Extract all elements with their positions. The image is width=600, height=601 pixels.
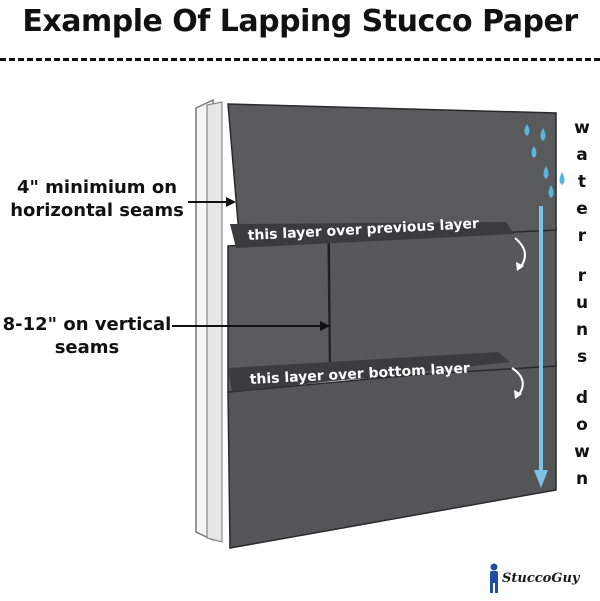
water-drop-icon bbox=[540, 128, 546, 141]
top-lap-lip bbox=[230, 222, 514, 248]
title-divider bbox=[0, 58, 600, 61]
side-letter: n bbox=[575, 469, 589, 489]
side-word-down: d o w n bbox=[569, 385, 595, 493]
side-letter: n bbox=[575, 320, 589, 340]
label-vertical-seams: 8-12" on vertical seams bbox=[2, 314, 172, 358]
side-letter: w bbox=[574, 442, 590, 462]
logo-text: StuccoGuy bbox=[502, 571, 580, 586]
side-letter: t bbox=[577, 172, 587, 192]
top-paper-sheet bbox=[227, 103, 557, 247]
curved-arrow-top-head bbox=[516, 262, 524, 271]
side-letter: r bbox=[577, 226, 587, 246]
wall-sheathing bbox=[206, 101, 223, 543]
label-horizontal-seams: 4" minimium on horizontal seams bbox=[10, 177, 184, 221]
side-word-runs: r u n s bbox=[569, 263, 595, 371]
side-letter: a bbox=[576, 145, 588, 165]
water-drop-icon bbox=[548, 185, 554, 198]
side-word-water: w a t e r bbox=[569, 115, 595, 250]
worker-icon bbox=[490, 563, 498, 593]
bottom-paper-sheet bbox=[227, 361, 557, 549]
horizontal-seam-pointer-head bbox=[226, 197, 236, 207]
page-title: Example Of Lapping Stucco Paper bbox=[22, 4, 578, 39]
water-flow-arrow-head bbox=[534, 470, 548, 488]
water-drop-icon bbox=[543, 166, 549, 179]
vertical-seam-pointer-head bbox=[320, 321, 330, 331]
side-letter: s bbox=[576, 347, 588, 367]
water-drop-icon bbox=[524, 124, 530, 136]
water-drop-icon bbox=[531, 146, 537, 158]
curved-arrow-bottom-head bbox=[514, 390, 522, 399]
middle-lap-lip bbox=[228, 352, 510, 392]
water-drop-icon bbox=[559, 172, 565, 185]
vertical-seam bbox=[328, 240, 331, 381]
side-letter: w bbox=[574, 118, 590, 138]
side-letter: d bbox=[575, 388, 589, 408]
side-letter: e bbox=[576, 199, 588, 219]
stucco-guy-logo: StuccoGuy bbox=[486, 562, 592, 594]
side-letter: u bbox=[575, 293, 589, 313]
side-letter: r bbox=[577, 266, 587, 286]
side-letter: o bbox=[576, 415, 588, 435]
